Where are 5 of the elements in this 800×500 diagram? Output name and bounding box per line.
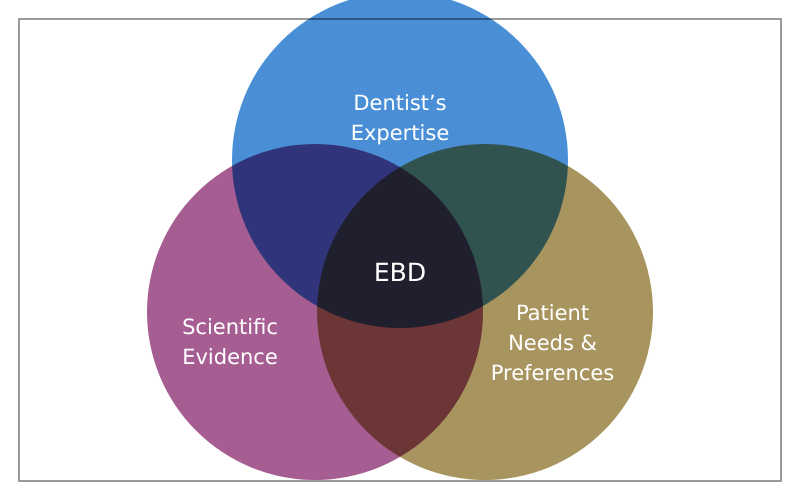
circle-label: Scientific Evidence — [181, 314, 279, 371]
circle-label: Dentist’s Expertise — [350, 90, 450, 147]
venn-circle — [317, 144, 653, 480]
circle-label: Patient Needs & Preferences — [490, 300, 616, 387]
center-label: EBD — [372, 258, 428, 288]
